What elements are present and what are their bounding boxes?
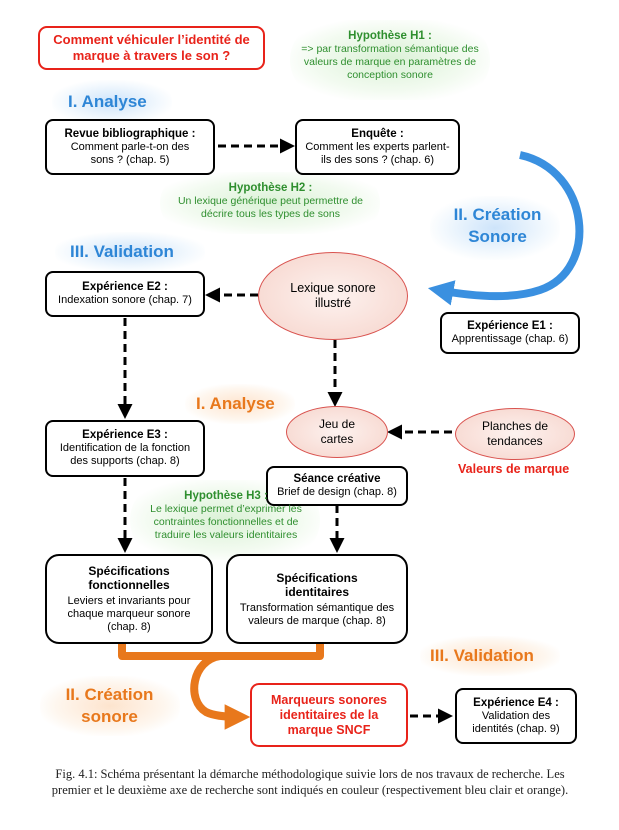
h2-title: Hypothèse H2 : (228, 182, 313, 194)
e1-text: Apprentissage (chap. 6) (451, 333, 569, 345)
phase-analyse-blue: I. Analyse (68, 92, 147, 111)
marqueurs-text: Marqueurs sonores identitaires de la mar… (270, 692, 387, 737)
box-experience-e3: Expérience E3 : Identification de la fon… (45, 420, 205, 477)
creation1-glow (430, 196, 560, 260)
analyse2-glow (185, 384, 295, 424)
hypothesis-h2: Hypothèse H2 : Un lexique générique peut… (168, 182, 373, 221)
h1-title: Hypothèse H1 : (348, 30, 432, 42)
h2-glow (160, 172, 380, 234)
h3-title: Hypothèse H3 : (184, 490, 268, 502)
phase-creation-orange: II. Création sonore (65, 685, 154, 726)
valeurs-de-marque-label: Valeurs de marque (458, 462, 570, 476)
box-seance-creative: Séance créative Brief de design (chap. 8… (266, 466, 408, 506)
ellipse-jeu-de-cartes: Jeu de cartes (286, 406, 388, 458)
ellipse-planches-tendances: Planches de tendances (455, 408, 575, 460)
figure-caption: Fig. 4.1: Schéma présentant la démarche … (51, 767, 569, 797)
speci-text: Transformation sémantique des valeurs de… (239, 601, 395, 627)
hypothesis-h1: Hypothèse H1 : => par transformation sém… (300, 30, 480, 82)
arrow-creation-sonore (427, 151, 584, 306)
enquete-title: Enquête : (351, 127, 404, 140)
planches-text: Planches de tendances (481, 419, 549, 448)
research-question-box: Comment véhiculer l’identité de marque à… (38, 26, 265, 70)
e3-title: Expérience E3 : (82, 429, 168, 441)
box-revue-bibliographique: Revue bibliographique : Comment parle-t-… (45, 119, 215, 175)
speci-title: Spécifications identitaires (276, 570, 358, 599)
hypothesis-h3: Hypothèse H3 : Le lexique permet d’expri… (136, 490, 316, 542)
lexique-text: Lexique sonore illustré (290, 281, 376, 310)
box-specifications-identitaires: Spécifications identitaires Transformati… (226, 554, 408, 644)
phase-validation-orange: III. Validation (430, 646, 534, 665)
analyse1-glow (52, 80, 172, 124)
validation2-glow (420, 636, 560, 676)
h1-glow (290, 20, 490, 100)
phase-analyse-orange: I. Analyse (196, 394, 275, 413)
box-marqueurs-sonores: Marqueurs sonores identitaires de la mar… (250, 683, 408, 747)
revue-title: Revue bibliographique : (64, 127, 196, 140)
ellipse-lexique-sonore: Lexique sonore illustré (258, 252, 408, 340)
phase-creation-blue: II. Création Sonore (453, 205, 542, 246)
e4-title: Expérience E4 : (473, 696, 559, 709)
box-specifications-fonctionnelles: Spécifications fonctionnelles Leviers et… (45, 554, 213, 644)
phase-validation-blue: III. Validation (70, 242, 174, 261)
seance-title: Séance créative (293, 473, 381, 485)
h1-text: => par transformation sémantique des val… (301, 43, 479, 81)
seance-text: Brief de design (chap. 8) (277, 486, 397, 498)
enquete-text: Comment les experts parlent-ils des sons… (305, 140, 450, 166)
creation2-glow (40, 676, 180, 736)
e1-title: Expérience E1 : (467, 320, 553, 332)
validation1-glow (55, 232, 205, 272)
box-enquete: Enquête : Comment les experts parlent-il… (295, 119, 460, 175)
research-question-text: Comment véhiculer l’identité de marque à… (53, 32, 250, 63)
e2-text: Indexation sonore (chap. 7) (58, 294, 192, 306)
box-experience-e2: Expérience E2 : Indexation sonore (chap.… (45, 271, 205, 317)
specf-title: Spécifications fonctionnelles (88, 564, 170, 592)
e3-text: Identification de la fonction des suppor… (59, 442, 191, 467)
h2-text: Un lexique générique peut permettre de d… (177, 195, 364, 220)
box-experience-e1: Expérience E1 : Apprentissage (chap. 6) (440, 312, 580, 354)
specf-text: Leviers et invariants pour chaque marque… (67, 595, 191, 633)
box-experience-e4: Expérience E4 : Validation des identités… (455, 688, 577, 744)
arrow-creation-orange (118, 644, 324, 717)
e4-text: Validation des identités (chap. 9) (472, 709, 560, 735)
e2-title: Expérience E2 : (82, 281, 168, 293)
jeu-text: Jeu de cartes (318, 417, 356, 446)
revue-text: Comment parle-t-on des sons ? (chap. 5) (70, 140, 190, 166)
h3-text: Le lexique permet d’exprimer les contrai… (150, 503, 302, 541)
